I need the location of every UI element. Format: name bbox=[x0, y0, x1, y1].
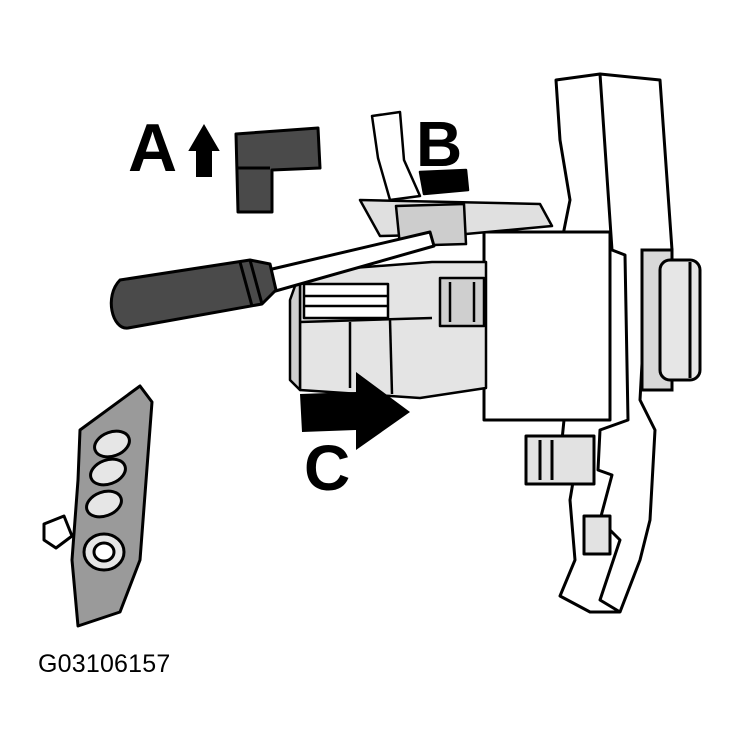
screwdriver bbox=[109, 230, 436, 330]
electrical-connector bbox=[288, 260, 488, 400]
arrow-right-icon bbox=[300, 372, 410, 450]
callout-a: A bbox=[128, 110, 178, 186]
callout-c: C bbox=[304, 432, 351, 504]
figure-id: G03106157 bbox=[38, 650, 171, 678]
arrow-up-icon bbox=[188, 124, 220, 177]
switch-housing bbox=[482, 230, 612, 556]
switch-panel bbox=[42, 384, 154, 628]
column-knob bbox=[640, 248, 702, 392]
clip-symbol bbox=[234, 126, 322, 214]
callout-b: B bbox=[416, 108, 463, 180]
